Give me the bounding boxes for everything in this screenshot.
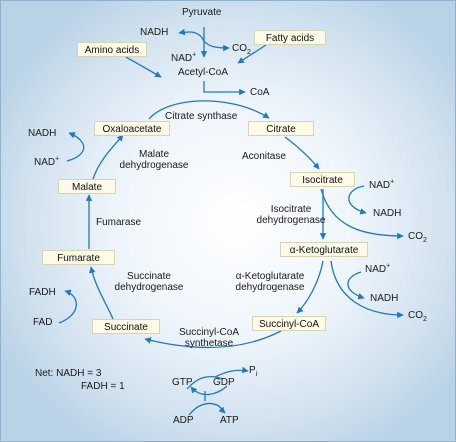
fad-label: FAD [33, 317, 53, 328]
adp-label: ADP [173, 415, 194, 426]
nad-akg-label: NAD+ [365, 262, 391, 275]
nadh-isocitrate-label: NADH [373, 208, 402, 219]
arrow-oxaloacetate-to-citrate [148, 100, 270, 120]
arrow-isocitrate-co2 [320, 188, 404, 240]
isocitrate-box: Isocitrate [290, 172, 355, 187]
co2-akg-label: CO2 [408, 310, 427, 323]
acetyl-coa-label: Acetyl-CoA [178, 67, 229, 78]
nadh-pyruvate-label: NADH [140, 27, 169, 38]
arrow-fattyacids-to-acetylcoa [237, 44, 267, 64]
nadh-malate-label: NADH [28, 128, 57, 139]
nadh-akg-label: NADH [370, 293, 399, 304]
aconitase-label: Aconitase [242, 151, 286, 162]
arrow-succinate-to-fumarate [89, 266, 114, 320]
arrow-akg-nad-loop [347, 271, 365, 300]
succinate-box: Succinate [92, 319, 160, 334]
citrate-box: Citrate [248, 121, 314, 136]
fumarase-label: Fumarase [96, 217, 142, 228]
arrow-acetylcoa-to-coa [203, 81, 246, 96]
pi-label: Pi [249, 365, 258, 378]
arrow-co2-from-pyruvate [203, 40, 230, 52]
nad-pyruvate-label: NAD+ [171, 51, 197, 64]
arrow-malate-to-oxaloacetate [92, 134, 124, 180]
net-fadh-label: FADH = 1 [81, 381, 125, 392]
nad-malate-label: NAD+ [34, 155, 60, 168]
gtp-label: GTP [172, 377, 193, 388]
net-nadh-label: Net: NADH = 3 [35, 368, 102, 379]
arrow-akg-to-succinylcoa [296, 260, 324, 314]
arrow-adp-to-atp [188, 402, 226, 416]
co2-isocitrate-label: CO2 [408, 231, 427, 244]
malate-box: Malate [58, 179, 116, 194]
amino-acids-box: Amino acids [77, 42, 147, 57]
arrow-gdp-to-gtp [190, 385, 228, 396]
arrow-fad-loop [58, 289, 77, 324]
arrow-akg-co2 [330, 260, 404, 319]
arrow-gtp-gdp [186, 375, 224, 390]
arrow-succinylcoa-to-succinate [144, 330, 282, 349]
atp-label: ATP [220, 415, 239, 426]
arrow-malate-nad-loop [66, 132, 85, 162]
arrow-aminoacids-to-acetylcoa [125, 56, 162, 78]
succinyl-coa-box: Succinyl-CoA [252, 316, 326, 331]
arrow-isocitrate-nad-loop [348, 185, 367, 215]
coa-label: CoA [250, 87, 270, 98]
alpha-ketoglutarate-box: α-Ketoglutarate [280, 242, 368, 257]
fadh-label: FADH [29, 287, 56, 298]
arrow-pi-release [214, 366, 249, 378]
arrow-citrate-to-isocitrate [284, 136, 320, 170]
fumarate-box: Fumarate [42, 250, 115, 265]
citrate-synthase-label: Citrate synthase [165, 111, 238, 122]
oxaloacetate-box: Oxaloacetate [94, 121, 170, 136]
arrow-nadh-from-pyruvate [178, 28, 205, 42]
fatty-acids-box: Fatty acids [254, 30, 326, 45]
nad-isocitrate-label: NAD+ [369, 178, 395, 191]
gdp-label: GDP [213, 377, 235, 388]
co2-pyruvate-label: CO2 [232, 43, 251, 56]
pyruvate-label: Pyruvate [182, 7, 222, 18]
